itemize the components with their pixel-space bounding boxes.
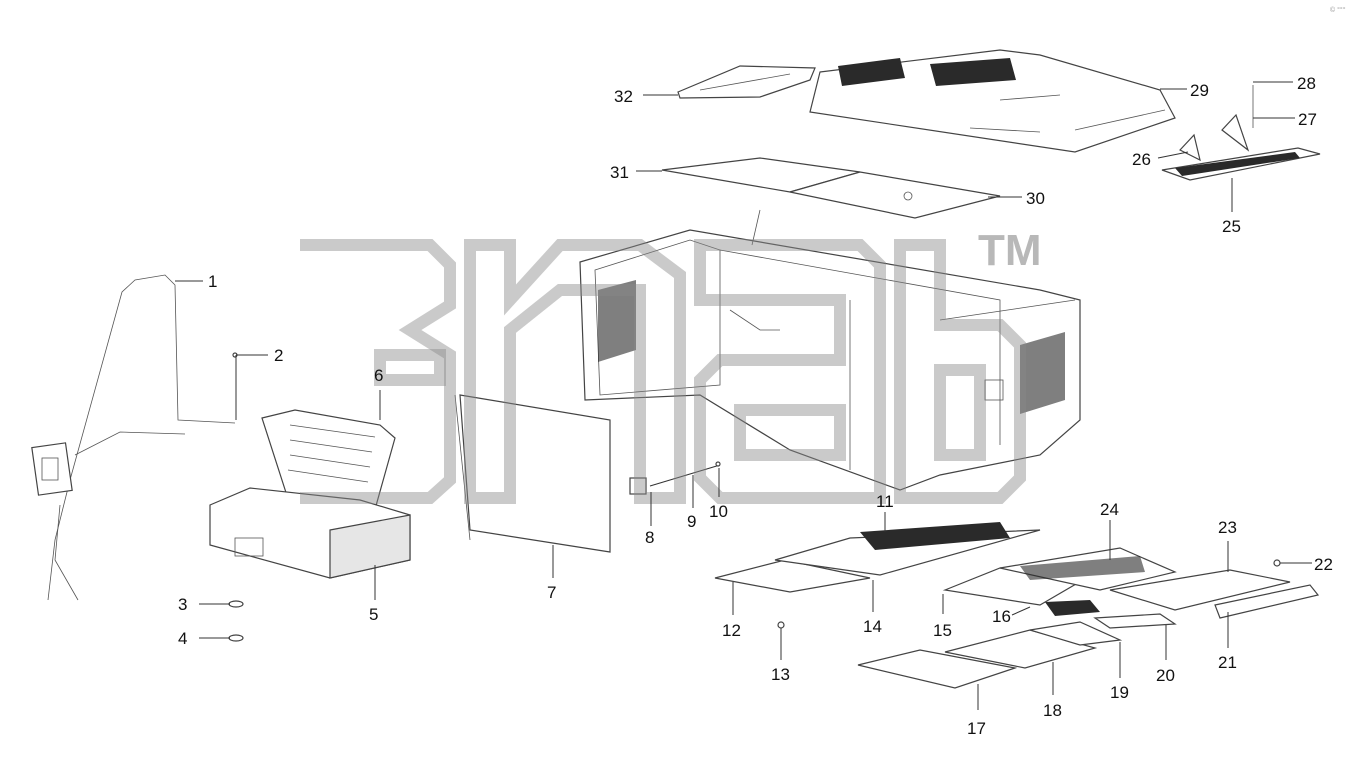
roof-plate xyxy=(677,65,816,99)
callout-32: 32 xyxy=(614,87,633,106)
leader-lines xyxy=(175,81,1312,710)
handrail xyxy=(31,274,236,601)
callout-18: 18 xyxy=(1043,701,1062,720)
callout-11: 11 xyxy=(876,492,894,511)
callout-19: 19 xyxy=(1110,683,1129,702)
watermark-trademark: TM xyxy=(978,226,1042,275)
corner-mark: © °°° xyxy=(1330,6,1346,14)
roof-cover xyxy=(809,49,1176,153)
callout-30: 30 xyxy=(1026,189,1045,208)
callout-4: 4 xyxy=(178,629,187,648)
watermark: TM xyxy=(300,226,1042,504)
callout-2: 2 xyxy=(274,346,283,365)
callout-3: 3 xyxy=(178,595,187,614)
callout-15: 15 xyxy=(933,621,952,640)
callout-1: 1 xyxy=(208,272,217,291)
callout-27: 27 xyxy=(1298,110,1317,129)
callout-22: 22 xyxy=(1314,555,1333,574)
callout-9: 9 xyxy=(687,512,696,531)
callout-26: 26 xyxy=(1132,150,1151,169)
callout-20: 20 xyxy=(1156,666,1175,685)
callout-7: 7 xyxy=(547,583,556,602)
callout-14: 14 xyxy=(863,617,882,636)
callout-6: 6 xyxy=(374,366,383,385)
callout-16: 16 xyxy=(992,607,1011,626)
callout-10: 10 xyxy=(709,502,728,521)
callout-25: 25 xyxy=(1222,217,1241,236)
step-grate xyxy=(1161,85,1321,181)
callout-28: 28 xyxy=(1297,74,1316,93)
callout-8: 8 xyxy=(645,528,654,547)
ceiling-panels xyxy=(661,157,1001,219)
callout-23: 23 xyxy=(1218,518,1237,537)
side-panel xyxy=(454,394,721,553)
callout-21: 21 xyxy=(1218,653,1237,672)
callout-24: 24 xyxy=(1100,500,1119,519)
floor-panels xyxy=(714,522,1320,689)
callout-29: 29 xyxy=(1190,81,1209,100)
callout-13: 13 xyxy=(771,665,790,684)
callout-5: 5 xyxy=(369,605,378,624)
cab-frame xyxy=(579,209,1081,491)
callout-labels: 1 2 3 4 5 6 7 8 9 10 11 12 13 14 15 16 1… xyxy=(178,74,1333,738)
callout-31: 31 xyxy=(610,163,629,182)
callout-12: 12 xyxy=(722,621,741,640)
storage-box xyxy=(209,409,411,579)
callout-17: 17 xyxy=(967,719,986,738)
